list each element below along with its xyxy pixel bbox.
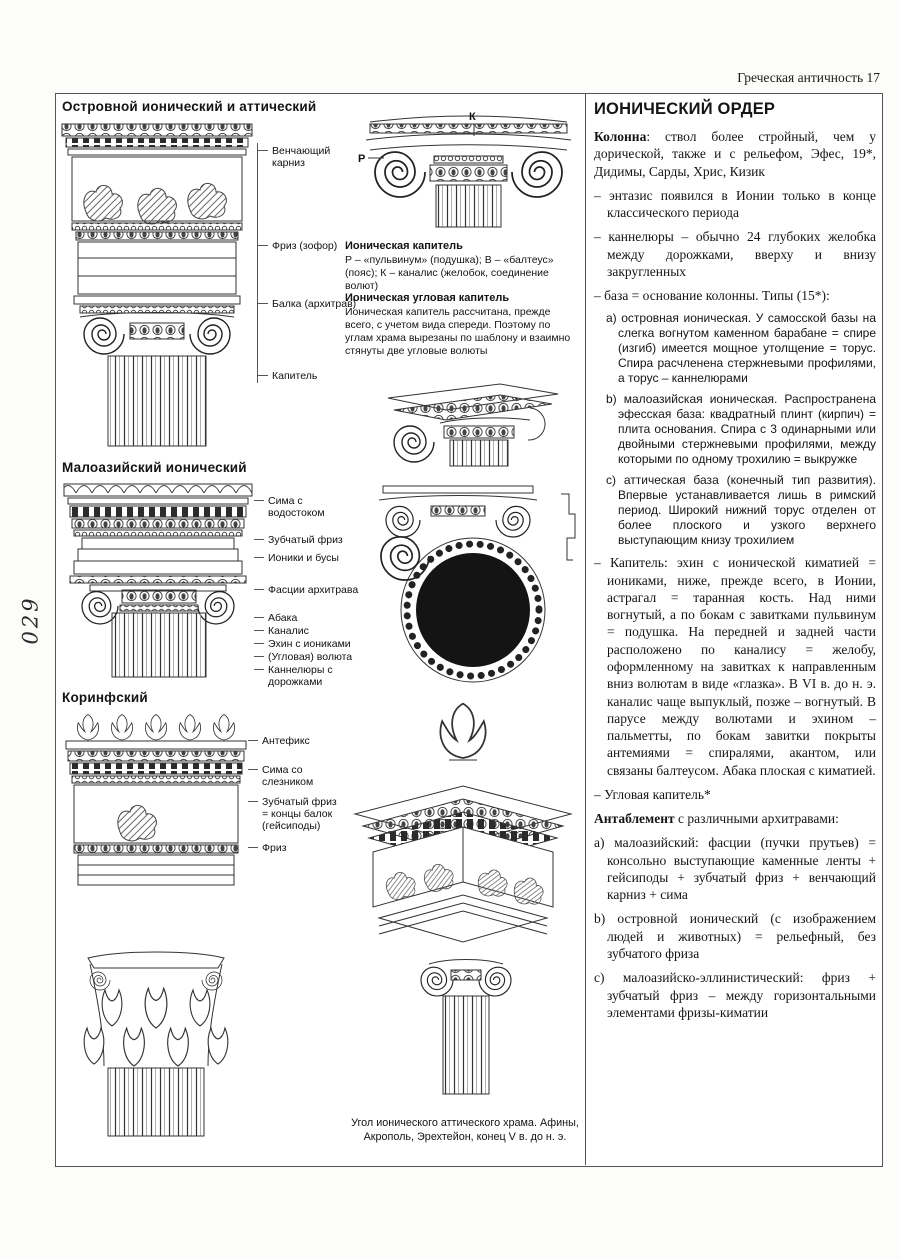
text-column: ИОНИЧЕСКИЙ ОРДЕР Колонна: ствол более ст…: [594, 100, 876, 1028]
paragraph: – каннелюры – обычно 24 глубоких желобка…: [594, 229, 876, 279]
diagram-label: Антефикс: [248, 735, 340, 747]
figure-caption: Угол ионического аттического храма. Афин…: [351, 1117, 579, 1144]
paragraph-lead: Антаблемент: [594, 811, 675, 827]
diagram-label: Сима со слезником: [248, 764, 340, 788]
running-header: Греческая античность 17: [737, 70, 880, 85]
diagram-label: Фриз: [248, 842, 340, 854]
diagram-label: Фриз (зофор): [258, 240, 358, 252]
corner-capital-note-heading: Ионическая угловая капитель: [345, 292, 510, 304]
capital-note-heading: Ионическая капитель: [345, 240, 463, 252]
paragraph: Колонна: ствол более стройный, чем у дор…: [594, 129, 876, 179]
capital-note: Ионическая капитель Р – «пульвинум» (под…: [345, 240, 580, 293]
paragraph: b) островной ионический (с изображением …: [594, 911, 876, 961]
paragraph: c) малоазийско-эллинистический: фриз + з…: [594, 970, 876, 1020]
diagram-label: Капитель: [258, 370, 358, 382]
ionic-corner-capital-drawing: [387, 383, 559, 467]
section-heading-corinthian: Коринфский: [62, 690, 148, 705]
paragraph: b) малоазийская ионическая. Распростране…: [606, 392, 876, 467]
section-heading-island-ionic: Островной ионический и аттический: [62, 99, 317, 114]
diagram-label: Балка (архитрав): [258, 298, 357, 310]
diagram-label: Каннелюры с дорожками: [254, 664, 360, 688]
corner-capital-note-body: Ионическая капитель рассчитана, прежде в…: [345, 306, 571, 357]
paragraph: – Угловая капитель*: [594, 786, 711, 802]
diagram-label: (Угловая) волюта: [254, 651, 360, 663]
diagram-label: Фасции архитрава: [254, 584, 359, 596]
diagram-label: Сима с водостоком: [254, 495, 360, 519]
ionic-capital-front-drawing: К Р: [358, 111, 572, 228]
capital-note-body: Р – «пульвинум» (подушка); В – «балтеус»…: [345, 254, 554, 292]
corner-capital-note: Ионическая угловая капитель Ионическая к…: [345, 292, 580, 358]
diagram-label: Зубчатый фриз: [254, 534, 360, 546]
capital-letter-p-label: Р: [358, 153, 365, 165]
diagram-label: Зубчатый фриз = концы балок (гейсиподы): [248, 796, 340, 832]
paragraph-lead: Колонна: [594, 129, 647, 144]
diagram-label: Венчающий карниз: [258, 145, 358, 169]
asia-minor-entablature-drawing: [63, 483, 253, 678]
paragraph: Антаблемент с различными архитравами:: [594, 811, 839, 827]
paragraph: – энтазис появился в Ионии только в конц…: [594, 187, 876, 221]
paragraph: – база = основание колонны. Типы (15*):: [594, 288, 830, 304]
paragraph: – Капитель: эхин с ионической киматией =…: [594, 555, 876, 778]
paragraph: a) малоазийский: фасции (пучки прутьев) …: [594, 835, 876, 903]
diagram-label: Каналис: [254, 625, 360, 637]
diagram-label: Ионики и бусы: [254, 552, 360, 564]
page-title: ИОНИЧЕСКИЙ ОРДЕР: [594, 100, 776, 118]
capital-letter-k-label: К: [469, 111, 476, 123]
diagram-label: Абака: [254, 612, 360, 624]
island-ionic-entablature-drawing: [61, 123, 253, 447]
column-divider: [585, 93, 586, 1165]
section-heading-asia-minor: Малоазийский ионический: [62, 460, 247, 475]
diagram-label: Эхин с иониками: [254, 638, 360, 650]
paragraph: a) островная ионическая. У самосской баз…: [606, 311, 876, 386]
handwritten-margin-note: 029: [18, 595, 43, 645]
paragraph: c) аттическая база (конечный тип развити…: [606, 473, 876, 548]
corinthian-order-drawing: [65, 714, 247, 1137]
capital-top-view-drawing: [378, 485, 576, 683]
temple-corner-drawing: [353, 702, 573, 1095]
leader-rule: [257, 143, 258, 383]
